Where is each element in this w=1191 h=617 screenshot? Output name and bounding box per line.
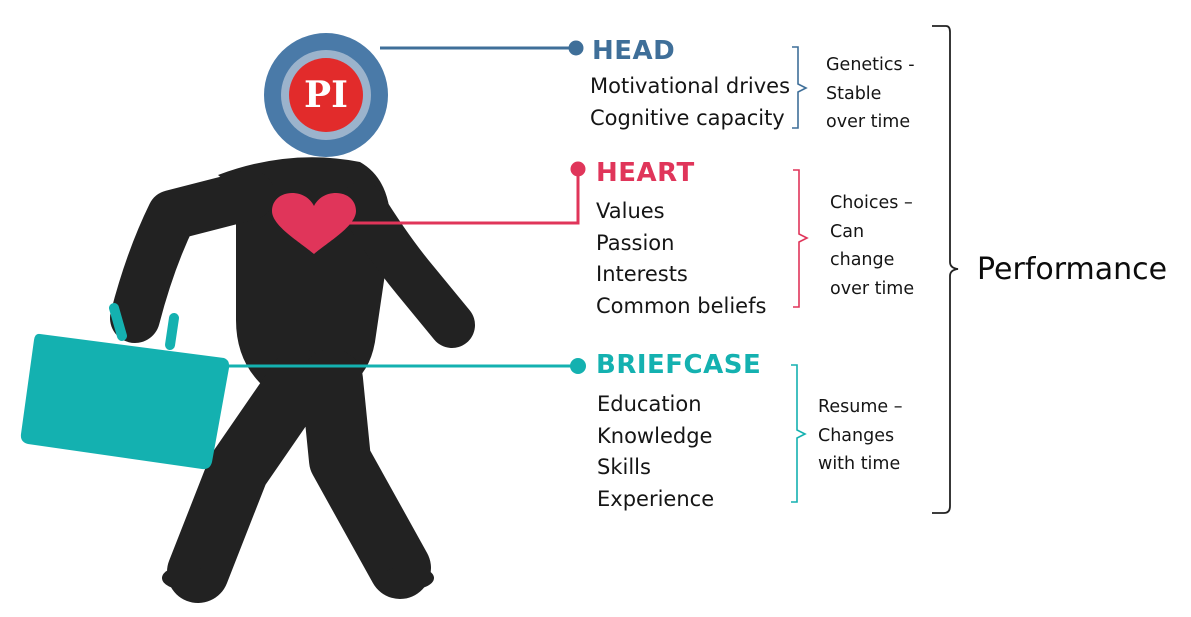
pi-logo: PI bbox=[290, 70, 362, 120]
head-item: Motivational drives bbox=[590, 74, 791, 98]
briefcase-items: Education Knowledge Skills Experience bbox=[597, 389, 714, 515]
briefcase-item: Experience bbox=[597, 486, 715, 511]
heart-icon bbox=[272, 193, 356, 254]
heart-note-line: change bbox=[830, 250, 895, 270]
heart-title: HEART bbox=[596, 158, 695, 188]
briefcase-note: Resume – Changes with time bbox=[818, 393, 902, 479]
performance-brace bbox=[932, 25, 959, 514]
briefcase-note-line: Changes bbox=[818, 425, 895, 446]
briefcase-item: Education bbox=[597, 392, 702, 416]
heart-note: Choices – Can change over time bbox=[830, 189, 914, 303]
performance-label: Performance bbox=[977, 252, 1168, 287]
briefcase-item: Knowledge bbox=[597, 423, 713, 448]
head-note-line: over time bbox=[826, 112, 911, 132]
briefcase-icon bbox=[20, 303, 230, 470]
heart-item: Interests bbox=[596, 262, 688, 286]
head-title: HEAD bbox=[592, 36, 676, 66]
heart-bracket bbox=[793, 169, 809, 308]
briefcase-item: Skills bbox=[597, 455, 651, 479]
heart-items: Values Passion Interests Common beliefs bbox=[596, 196, 766, 322]
head-note-line: Stable bbox=[826, 83, 882, 104]
head-bracket bbox=[792, 46, 808, 129]
head-note-line: Genetics - bbox=[826, 55, 915, 75]
heart-note-line: Choices – bbox=[830, 193, 913, 213]
briefcase-bracket bbox=[791, 364, 807, 503]
head-item: Cognitive capacity bbox=[590, 105, 785, 130]
heart-connector bbox=[347, 161, 586, 225]
head-items: Motivational drives Cognitive capacity bbox=[590, 71, 790, 134]
head-icon bbox=[264, 33, 388, 157]
heart-item: Common beliefs bbox=[596, 293, 767, 318]
heart-item: Values bbox=[596, 199, 665, 223]
heart-note-line: over time bbox=[830, 278, 915, 299]
pi-logo-text: PI bbox=[304, 74, 348, 116]
head-connector bbox=[380, 40, 584, 56]
heart-item: Passion bbox=[596, 230, 675, 255]
briefcase-note-line: Resume – bbox=[818, 397, 903, 417]
heart-note-line: Can bbox=[830, 221, 865, 242]
briefcase-connector bbox=[224, 358, 586, 374]
head-note: Genetics - Stable over time bbox=[826, 51, 915, 137]
briefcase-title: BRIEFCASE bbox=[596, 350, 762, 380]
briefcase-note-line: with time bbox=[818, 454, 901, 474]
